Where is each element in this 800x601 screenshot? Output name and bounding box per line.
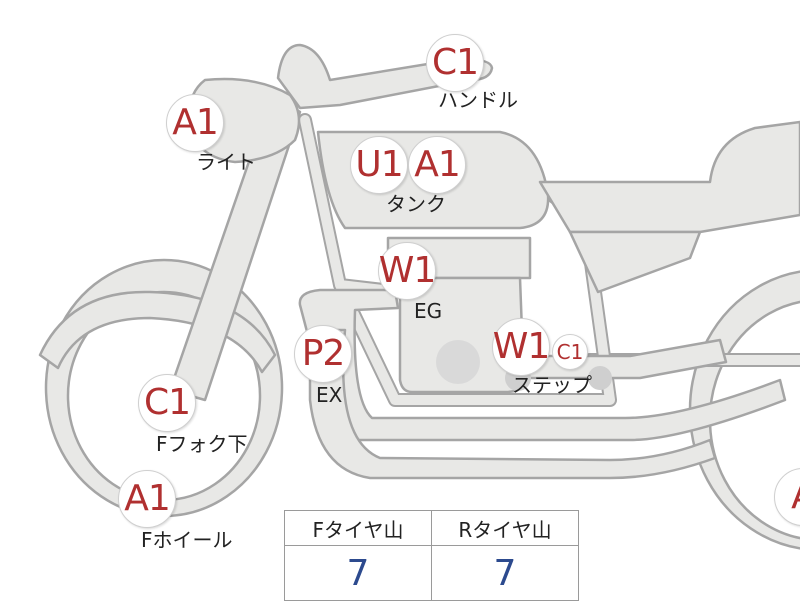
seat-shape (538, 120, 800, 234)
rear-tire-header: Rタイヤ山 (431, 510, 579, 546)
grade-badge-light: A1 (166, 94, 224, 152)
grade-badge-front-fork: C1 (138, 374, 196, 432)
grade-badge-step-2: C1 (552, 334, 588, 370)
part-label-front-wheel: Fホイール (141, 528, 233, 552)
part-label-step: ステップ (512, 373, 592, 397)
part-label-exhaust: EX (316, 383, 343, 407)
front-tire-value: 7 (284, 545, 432, 601)
part-label-light: ライト (196, 150, 256, 174)
rear-tire-value: 7 (431, 545, 579, 601)
grade-badge-tank-2: A1 (408, 136, 466, 194)
part-label-tank: タンク (386, 192, 446, 216)
grade-badge-handle: C1 (426, 34, 484, 92)
part-label-front-fork: Fフォク下 (156, 432, 248, 456)
part-label-engine: EG (414, 299, 443, 323)
grade-badge-step-1: W1 (492, 318, 550, 376)
engine-cover-circle (436, 340, 480, 384)
part-label-handle: ハンドル (438, 88, 518, 112)
grade-badge-exhaust: P2 (294, 325, 352, 383)
tire-tread-table: Fタイヤ山 Rタイヤ山 7 7 (284, 510, 579, 601)
side-cover-shape (568, 230, 702, 294)
grade-badge-front-wheel: A1 (118, 470, 176, 528)
grade-badge-tank-1: U1 (350, 136, 408, 194)
grade-badge-engine: W1 (378, 242, 436, 300)
front-tire-header: Fタイヤ山 (284, 510, 432, 546)
